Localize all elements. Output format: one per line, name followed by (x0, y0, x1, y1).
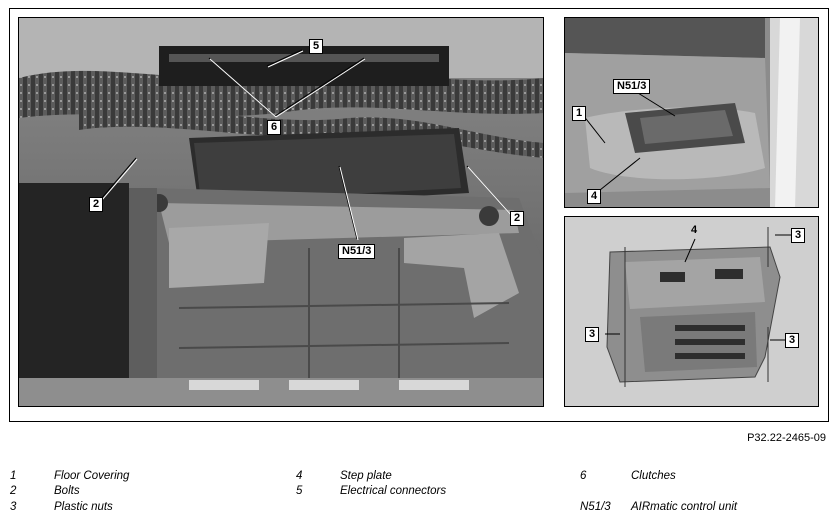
figure-reference: P32.22-2465-09 (747, 432, 826, 444)
legend-text: Clutches (631, 470, 676, 482)
callout-n51-3: N51/3 (338, 244, 376, 259)
legend-number: 2 (10, 485, 17, 497)
inset-top-photo: N51/3 1 4 (564, 17, 819, 208)
inset-top-graphic (565, 18, 818, 207)
main-photo: 5 6 2 N51/3 2 (18, 17, 544, 407)
legend-number: 6 (580, 470, 587, 482)
legend: 1 Floor Covering 2 Bolts 3 Plastic nuts … (0, 470, 837, 521)
inset-bottom-callout-4: 4 (691, 224, 698, 236)
inset-top-callout-1: 1 (572, 106, 587, 121)
main-photo-graphic (19, 18, 543, 406)
legend-number: N51/3 (580, 501, 611, 513)
inset-bottom-graphic (565, 217, 818, 406)
legend-text: Floor Covering (54, 470, 130, 482)
inset-bottom-callout-3-right: 3 (785, 333, 800, 348)
inset-bottom-callout-3-top: 3 (791, 228, 806, 243)
legend-number: 3 (10, 501, 17, 513)
legend-number: 1 (10, 470, 17, 482)
legend-text: AIRmatic control unit (631, 501, 738, 513)
legend-text: Plastic nuts (54, 501, 113, 513)
inset-bottom-callout-3-left: 3 (585, 327, 600, 342)
inset-bottom-photo: 4 3 3 3 (564, 216, 819, 407)
callout-5: 5 (309, 39, 324, 54)
inset-top-callout-n51-3: N51/3 (613, 79, 651, 94)
callout-6: 6 (267, 120, 282, 135)
inset-top-callout-4: 4 (587, 189, 602, 204)
callout-2-right: 2 (510, 211, 525, 226)
legend-number: 4 (296, 470, 303, 482)
legend-text: Bolts (54, 485, 80, 497)
legend-text: Electrical connectors (340, 485, 447, 497)
legend-number: 5 (296, 485, 303, 497)
legend-text: Step plate (340, 470, 392, 482)
callout-2-left: 2 (89, 197, 104, 212)
